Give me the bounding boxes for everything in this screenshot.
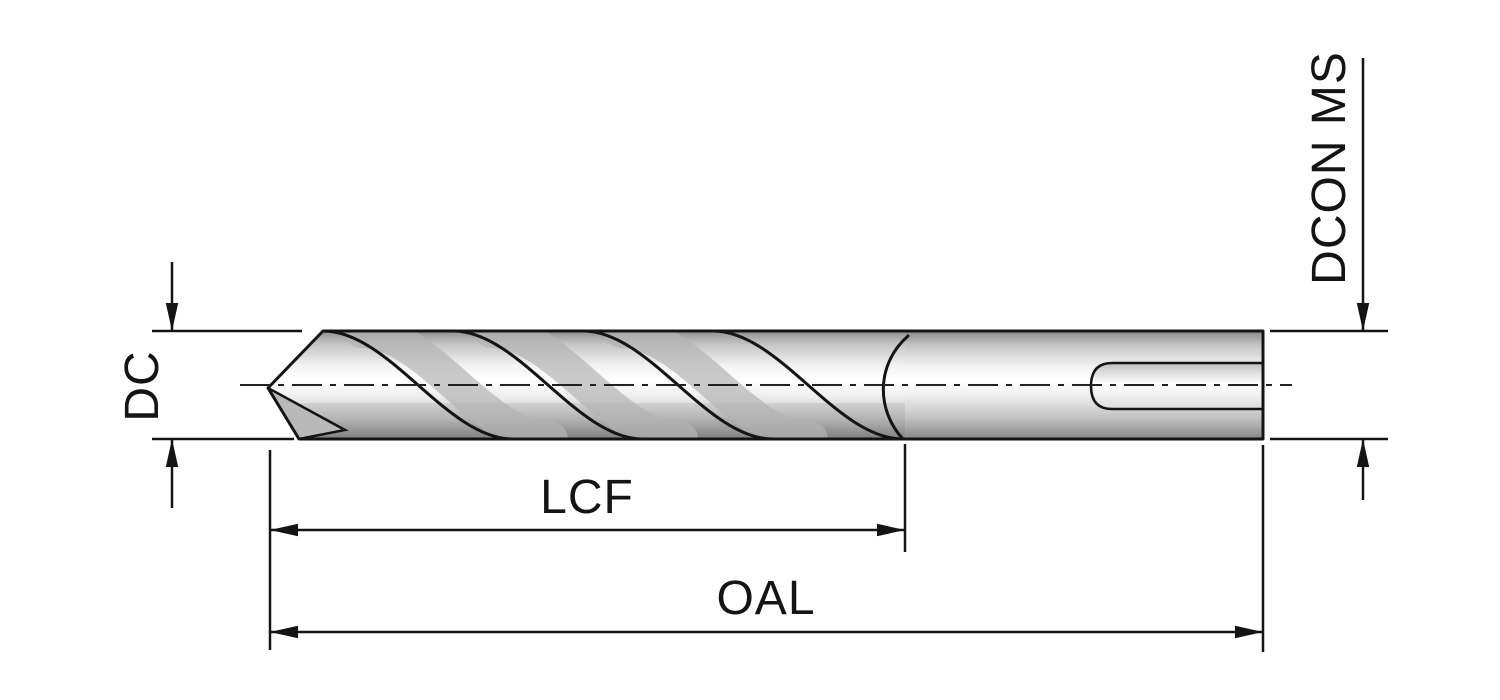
arrowhead-up [1356, 439, 1370, 467]
arrowhead-down [1356, 303, 1370, 331]
drill-outline [266, 329, 1265, 441]
arrowhead-right [1235, 625, 1263, 639]
flute-runout [881, 334, 910, 439]
arrowhead-up [165, 439, 179, 467]
arrowhead-left [270, 625, 298, 639]
flute-edge [711, 331, 905, 439]
dc-dimension: DC [116, 262, 302, 508]
arrowhead-left [270, 523, 298, 537]
flute-shadow [474, 331, 698, 439]
lcf-label: LCF [540, 471, 634, 524]
dcon-dimension: DCON MS [1270, 51, 1388, 500]
drill-bit [240, 329, 1292, 441]
dcon-ms-label: DCON MS [1303, 51, 1356, 285]
lcf-dimension: LCF [268, 444, 907, 650]
arrowhead-down [165, 303, 179, 331]
oal-label: OAL [716, 572, 815, 625]
dc-label: DC [116, 350, 169, 421]
flute-edge [451, 331, 645, 439]
oal-dimension: OAL [270, 445, 1265, 652]
arrowhead-right [877, 523, 905, 537]
